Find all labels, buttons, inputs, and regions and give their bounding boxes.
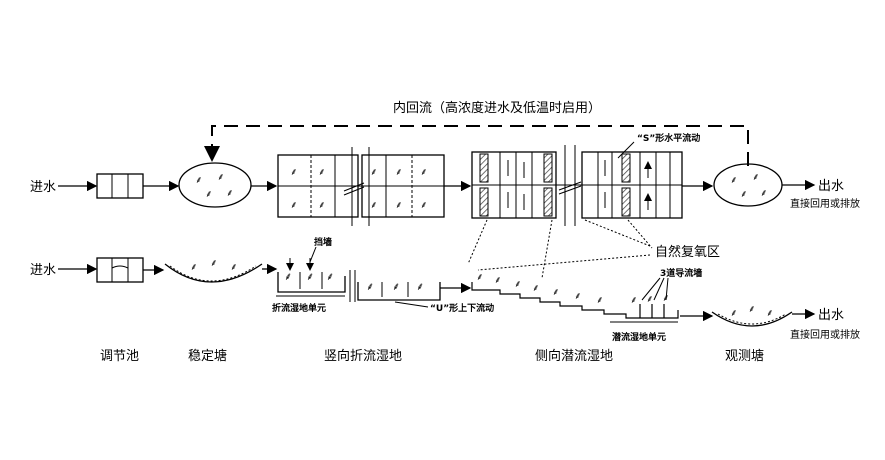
svg-text:⸙: ⸙ (306, 270, 314, 283)
top-inlet-label: 进水 (30, 180, 56, 195)
svg-text:⸙: ⸙ (748, 304, 756, 315)
svg-text:⸙: ⸙ (740, 189, 748, 200)
bottom-vertical-wetland: ⸙ ⸙ ⸙ ⸙ ⸙ ⸙ (277, 258, 441, 302)
svg-text:⸙: ⸙ (574, 291, 582, 302)
svg-text:⸙: ⸙ (205, 189, 213, 200)
baffle-wall-label: 挡墙 (314, 236, 332, 248)
aeration-zone-leaders (467, 219, 653, 279)
bottom-outlet-note: 直接回用或排放 (790, 328, 860, 341)
caption-observation-pond: 观测塘 (725, 348, 764, 364)
top-outlet-label: 出水 (818, 179, 844, 194)
svg-text:⸙: ⸙ (420, 200, 428, 211)
baffle-unit-label: 折流湿地单元 (272, 302, 326, 314)
top-lateral-wetland (471, 145, 683, 226)
svg-text:⸙: ⸙ (366, 280, 374, 293)
svg-text:⸙: ⸙ (392, 280, 400, 293)
top-regulating-tank (96, 173, 144, 199)
svg-text:⸙: ⸙ (646, 294, 654, 305)
svg-text:⸙: ⸙ (730, 175, 738, 186)
svg-text:⸙: ⸙ (420, 167, 428, 178)
svg-text:⸙: ⸙ (217, 172, 225, 183)
guide-walls-label: 3道导流墙 (660, 267, 702, 279)
bottom-inlet-label: 进水 (30, 263, 56, 278)
svg-text:⸙: ⸙ (752, 172, 760, 183)
svg-text:⸙: ⸙ (195, 175, 203, 186)
svg-text:⸙: ⸙ (514, 279, 522, 290)
top-vertical-wetland: ⸙ ⸙ ⸙ ⸙ ⸙ ⸙ ⸙ ⸙ ⸙ ⸙ (277, 147, 445, 226)
svg-text:⸙: ⸙ (190, 262, 198, 273)
aeration-zone-label: 自然复氧区 (655, 244, 720, 260)
svg-text:⸙: ⸙ (370, 200, 378, 211)
subsurface-unit-label: 潜流湿地单元 (612, 331, 666, 343)
svg-text:⸙: ⸙ (326, 270, 334, 283)
svg-text:⸙: ⸙ (476, 272, 484, 283)
caption-regulating-tank: 调节池 (100, 349, 139, 364)
svg-text:⸙: ⸙ (596, 295, 604, 306)
caption-vertical-wetland: 竖向折流湿地 (324, 348, 402, 364)
svg-text:⸙: ⸙ (630, 295, 638, 306)
bottom-outlet-label: 出水 (818, 308, 844, 323)
svg-text:⸙: ⸙ (552, 287, 560, 298)
svg-text:⸙: ⸙ (395, 200, 403, 211)
bottom-observation-pond: ⸙ ⸙ ⸙ (711, 304, 793, 327)
svg-text:⸙: ⸙ (370, 167, 378, 178)
u-flow-label: “U”形上下流动 (430, 302, 494, 314)
s-flow-label: “S”形水平流动 (637, 132, 700, 144)
top-stabilization-pond: ⸙ ⸙ ⸙ ⸙ (178, 162, 252, 208)
top-outlet-note: 直接回用或排放 (790, 197, 860, 210)
bottom-lateral-plants: ⸙⸙⸙ ⸙⸙⸙ ⸙⸙⸙ ⸙ (476, 272, 670, 306)
svg-text:⸙: ⸙ (230, 262, 238, 273)
svg-text:⸙: ⸙ (318, 200, 326, 211)
caption-stabilization-pond: 稳定塘 (188, 348, 227, 364)
svg-text:⸙: ⸙ (290, 167, 298, 178)
svg-text:⸙: ⸙ (226, 188, 234, 199)
top-observation-pond: ⸙ ⸙ ⸙ ⸙ (713, 163, 783, 207)
bottom-regulating-tank (96, 257, 144, 283)
bottom-stabilization-pond: ⸙ ⸙ ⸙ (164, 258, 263, 283)
internal-recycle-line (204, 125, 749, 166)
svg-text:⸙: ⸙ (290, 200, 298, 211)
caption-lateral-wetland: 侧向潜流湿地 (535, 348, 613, 364)
svg-text:⸙: ⸙ (318, 167, 326, 178)
bottom-lateral-wetland (471, 282, 679, 319)
svg-text:⸙: ⸙ (766, 308, 774, 319)
svg-text:⸙: ⸙ (760, 188, 768, 199)
svg-text:⸙: ⸙ (532, 283, 540, 294)
svg-text:⸙: ⸙ (284, 270, 292, 283)
svg-text:⸙: ⸙ (395, 167, 403, 178)
recycle-label: 内回流（高浓度进水及低温时启用） (393, 100, 601, 116)
svg-text:⸙: ⸙ (494, 275, 502, 286)
svg-text:⸙: ⸙ (416, 280, 424, 293)
svg-text:⸙: ⸙ (730, 308, 738, 319)
svg-text:⸙: ⸙ (210, 258, 218, 269)
